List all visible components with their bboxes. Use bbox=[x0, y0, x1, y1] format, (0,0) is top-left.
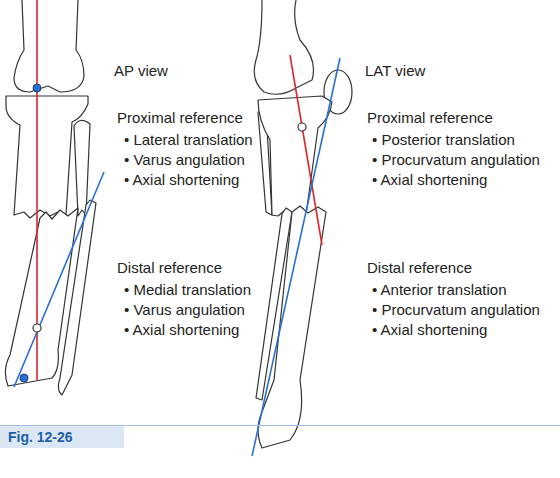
bullet-item: • Lateral translation bbox=[124, 131, 253, 149]
bullet-item: • Medial translation bbox=[124, 281, 251, 299]
femur-ap bbox=[14, 0, 84, 92]
fibula-distal-ap bbox=[58, 200, 96, 395]
proximal-axis-ap bbox=[36, 0, 38, 380]
bullet-item: • Varus angulation bbox=[124, 151, 245, 169]
bullet-item: • Axial shortening bbox=[372, 321, 487, 339]
reference-heading: Distal reference bbox=[367, 259, 472, 277]
bullet-item: • Anterior translation bbox=[372, 281, 507, 299]
reference-point bbox=[20, 374, 28, 382]
bullet-item: • Axial shortening bbox=[372, 171, 487, 189]
bullet-item: • Axial shortening bbox=[124, 321, 239, 339]
reference-heading: Proximal reference bbox=[117, 109, 243, 127]
reference-point bbox=[33, 84, 41, 92]
fibula-proximal-ap bbox=[74, 120, 90, 216]
tibia-distal-lat bbox=[258, 206, 326, 448]
tibia-proximal-lat bbox=[258, 96, 332, 216]
bullet-item: • Axial shortening bbox=[124, 171, 239, 189]
proximal-axis-lat bbox=[290, 55, 322, 245]
distal-axis-ap bbox=[14, 172, 104, 387]
view-title: LAT view bbox=[365, 62, 425, 80]
view-title: AP view bbox=[114, 62, 168, 80]
bullet-item: • Procurvatum angulation bbox=[372, 151, 540, 169]
bullet-item: • Varus angulation bbox=[124, 301, 245, 319]
reference-heading: Proximal reference bbox=[367, 109, 493, 127]
distal-axis-lat bbox=[252, 58, 340, 456]
figure-caption: Fig. 12-26 bbox=[0, 426, 124, 448]
bullet-item: • Posterior translation bbox=[372, 131, 515, 149]
femur-lat bbox=[254, 0, 313, 94]
bullet-item: • Procurvatum angulation bbox=[372, 301, 540, 319]
cora-point bbox=[298, 123, 306, 131]
cora-point bbox=[33, 324, 41, 332]
reference-heading: Distal reference bbox=[117, 259, 222, 277]
